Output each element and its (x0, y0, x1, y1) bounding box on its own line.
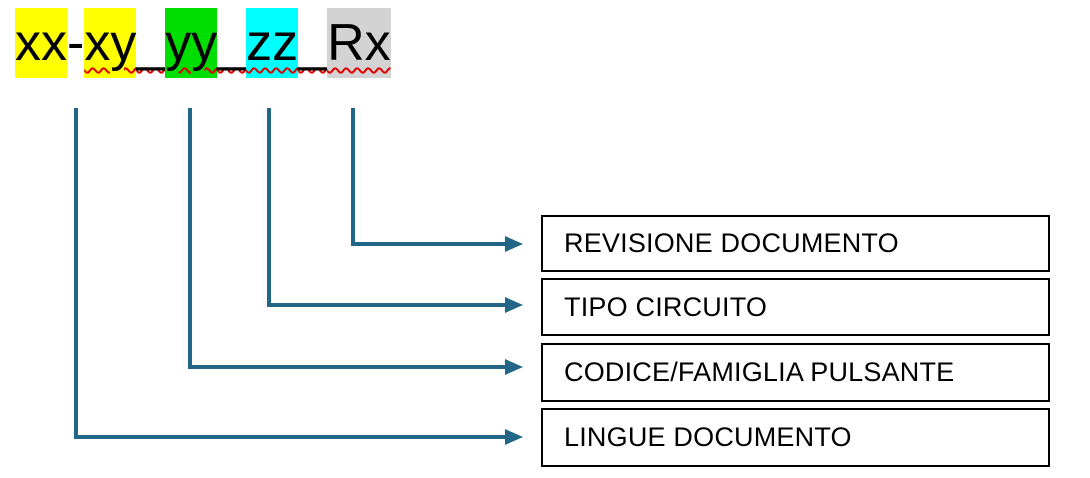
arrowhead-icon (505, 429, 523, 445)
pattern-segment-xx: xx (15, 8, 67, 78)
pattern-underscore: _ (136, 14, 166, 72)
connector-vertical-line (267, 108, 271, 307)
pattern-segment-zz: zz (246, 8, 299, 78)
label-text: TIPO CIRCUITO (564, 291, 768, 322)
arrowhead-icon (505, 297, 523, 313)
connector-horizontal-line (74, 435, 506, 439)
label-box-codice-famiglia-pulsante: CODICE/FAMIGLIA PULSANTE (541, 343, 1050, 402)
connector-horizontal-line (351, 242, 506, 246)
label-text: REVISIONE DOCUMENTO (564, 228, 899, 258)
filename-pattern: xx-xy_yy_zz_Rx (15, 7, 391, 79)
pattern-segment-rx: Rx (327, 8, 391, 78)
pattern-misspelled-group: xy_yy_zz_Rx (84, 8, 391, 78)
arrowhead-icon (505, 359, 523, 375)
label-box-tipo-circuito: TIPO CIRCUITO (541, 278, 1050, 336)
connector-horizontal-line (188, 365, 506, 369)
label-box-lingue-documento: LINGUE DOCUMENTO (541, 408, 1050, 467)
connector-vertical-line (351, 108, 355, 246)
pattern-underscore: _ (217, 14, 247, 72)
label-box-revisione-documento: REVISIONE DOCUMENTO (541, 215, 1050, 272)
pattern-hyphen: - (67, 14, 85, 72)
pattern-underscore: _ (298, 14, 328, 72)
connector-vertical-line (74, 108, 78, 439)
connector-horizontal-line (267, 303, 506, 307)
pattern-segment-xy: xy (84, 8, 137, 78)
connector-vertical-line (188, 108, 192, 369)
pattern-segment-yy: yy (165, 8, 218, 78)
arrowhead-icon (505, 236, 523, 252)
label-text: CODICE/FAMIGLIA PULSANTE (564, 357, 955, 387)
label-text: LINGUE DOCUMENTO (564, 422, 852, 452)
